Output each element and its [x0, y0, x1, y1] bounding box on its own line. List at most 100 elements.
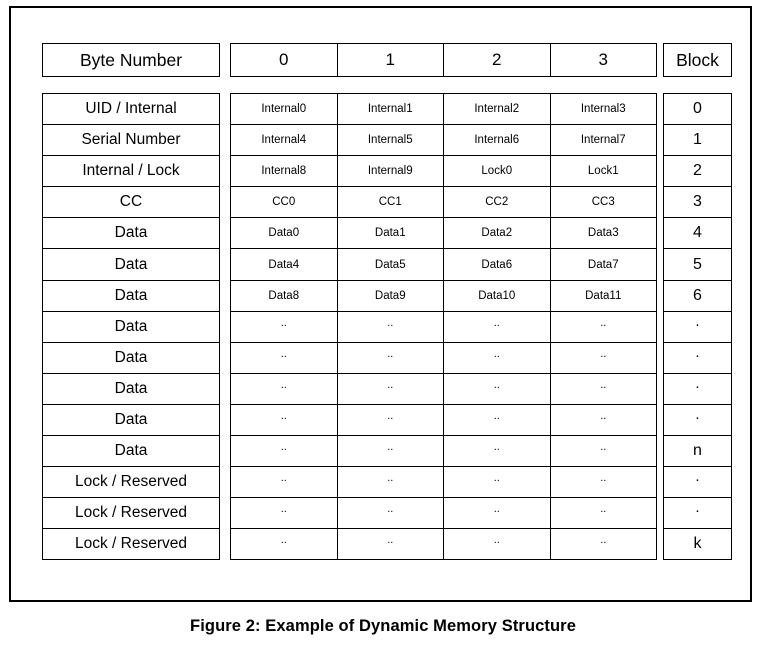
ellipsis-filler: ..	[600, 378, 607, 391]
byte-cell: Internal9	[336, 155, 444, 188]
block-cell: 5	[663, 248, 732, 281]
byte-cell: ..	[230, 341, 338, 374]
column-header-byte: 2	[443, 43, 551, 77]
table-header-row: Block	[663, 43, 732, 77]
ellipsis-filler: .	[695, 468, 700, 486]
byte-cell-value: CC1	[378, 196, 402, 209]
ellipsis-filler: ..	[280, 316, 287, 329]
byte-cell-value: Internal2	[474, 103, 520, 116]
table-row: .	[663, 403, 732, 437]
byte-cell: ..	[336, 497, 444, 530]
ellipsis-filler: ..	[387, 347, 394, 360]
block-cell: 0	[663, 92, 732, 126]
block-cell: 6	[663, 279, 732, 312]
byte-cell: ..	[230, 435, 338, 468]
ellipsis-filler: ..	[600, 441, 607, 454]
byte-cell-value: Internal8	[261, 165, 307, 178]
byte-cell: Internal5	[336, 124, 444, 157]
byte-cell: Data7	[549, 248, 657, 281]
row-label-cell: Data	[42, 279, 220, 312]
table-row: Lock / Reserved	[42, 528, 220, 561]
byte-cell-value: Internal7	[580, 134, 626, 147]
table-row: 5	[663, 248, 732, 281]
block-cell-value: n	[693, 442, 702, 460]
byte-cell-value: Data3	[587, 227, 619, 240]
byte-cell: ..	[336, 372, 444, 405]
table-row: Serial Number	[42, 124, 220, 157]
byte-cell: ..	[230, 528, 338, 561]
ellipsis-filler: ..	[280, 347, 287, 360]
ellipsis-filler: .	[695, 343, 700, 361]
table-row: Data	[42, 217, 220, 250]
byte-cell-value: Data5	[374, 258, 406, 271]
byte-cell-value: Internal0	[261, 103, 307, 116]
byte-cell: ..	[443, 403, 551, 437]
block-cell: .	[663, 310, 732, 343]
byte-cell: ..	[230, 403, 338, 437]
byte-cell: ..	[549, 528, 657, 561]
byte-cell: ..	[336, 466, 444, 499]
table-row: Data	[42, 248, 220, 281]
ellipsis-filler: ..	[600, 316, 607, 329]
byte-cell-value: Data1	[374, 227, 406, 240]
ellipsis-filler: ..	[387, 503, 394, 516]
ellipsis-filler: ..	[493, 316, 500, 329]
table-row: 6	[663, 279, 732, 312]
table-row: Data	[42, 279, 220, 312]
ellipsis-filler: ..	[600, 409, 607, 422]
byte-cell: ..	[443, 528, 551, 561]
ellipsis-filler: ..	[387, 534, 394, 547]
byte-cell-value: Data9	[374, 289, 406, 302]
ellipsis-filler: ..	[493, 409, 500, 422]
byte-cell: Data11	[549, 279, 657, 312]
table-row: ........	[230, 341, 657, 374]
byte-cell-value: Lock0	[481, 165, 513, 178]
column-header-byte: 3	[549, 43, 657, 77]
ellipsis-filler: ..	[280, 534, 287, 547]
ellipsis-filler: ..	[493, 472, 500, 485]
byte-cell: ..	[549, 435, 657, 468]
byte-cell: ..	[230, 466, 338, 499]
table-row: Data	[42, 372, 220, 405]
ellipsis-filler: .	[695, 312, 700, 330]
byte-cell-value: Internal5	[367, 134, 413, 147]
table-row: .	[663, 341, 732, 374]
byte-cell-value: Internal1	[367, 103, 413, 116]
row-label-cell: Lock / Reserved	[42, 497, 220, 530]
figure-caption: Figure 2: Example of Dynamic Memory Stru…	[190, 617, 576, 635]
byte-cell: ..	[336, 435, 444, 468]
byte-cell: Internal2	[443, 92, 551, 126]
table-row: 3	[663, 186, 732, 219]
block-cell: .	[663, 372, 732, 405]
table-row: ........	[230, 466, 657, 499]
byte-cell: ..	[443, 435, 551, 468]
byte-cell: Internal1	[336, 92, 444, 126]
byte-cell: ..	[443, 341, 551, 374]
block-cell: .	[663, 497, 732, 530]
block-cell: 1	[663, 124, 732, 157]
table-row: Lock / Reserved	[42, 497, 220, 530]
block-cell-value: 6	[693, 286, 702, 304]
byte-cell: ..	[230, 497, 338, 530]
table-row: UID / Internal	[42, 92, 220, 126]
row-label-cell: Lock / Reserved	[42, 528, 220, 561]
byte-cell: Internal8	[230, 155, 338, 188]
byte-cell: Data6	[443, 248, 551, 281]
header-block-table: Block	[663, 43, 732, 77]
table-row: ........	[230, 528, 657, 561]
table-row: CC	[42, 186, 220, 219]
table-row: ........	[230, 497, 657, 530]
byte-cell-value: Data4	[268, 258, 300, 271]
ellipsis-filler: ..	[600, 534, 607, 547]
table-row: 1	[663, 124, 732, 157]
table-row: .	[663, 310, 732, 343]
byte-cell-value: Lock1	[587, 165, 619, 178]
